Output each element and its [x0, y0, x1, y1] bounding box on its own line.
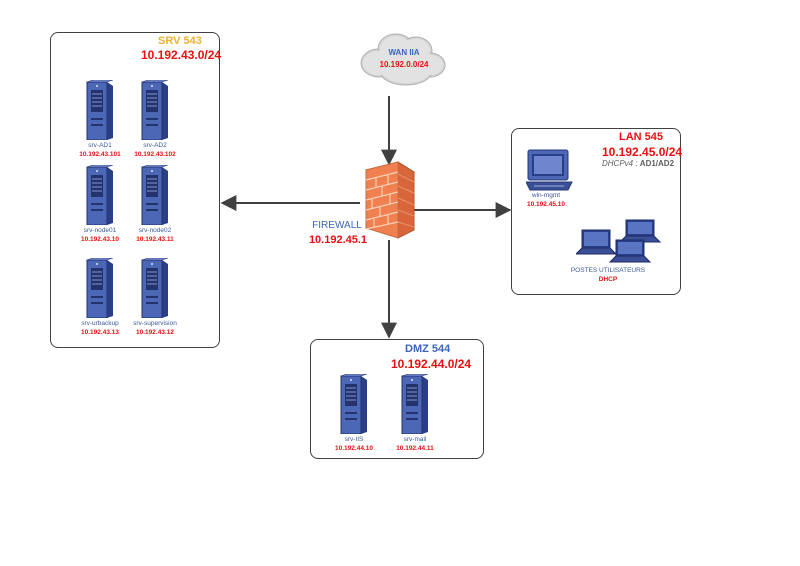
lan-dhcp-servers: AD1/AD2 — [639, 159, 675, 168]
host-ip: 10.192.43.102 — [134, 151, 176, 158]
laptop-icon — [618, 219, 662, 243]
host-ip: 10.192.44.11 — [396, 445, 434, 452]
dmz-zone-title: DMZ 544 — [405, 343, 451, 355]
host-name: srv-IIS — [344, 436, 364, 443]
firewall-ip: 10.192.45.1 — [308, 234, 368, 246]
host-ip: 10.192.43.13 — [81, 329, 119, 336]
srv-host-node02: srv-node02 10.192.43.11 — [115, 164, 195, 247]
server-icon — [400, 373, 430, 439]
laptops-icon — [576, 219, 662, 263]
server-icon — [339, 373, 369, 439]
wan-cloud-icon — [360, 33, 446, 86]
server-icon — [85, 257, 115, 323]
server-icon — [85, 164, 115, 230]
host-name: srv-urbackup — [81, 320, 119, 327]
firewall-icon — [364, 161, 416, 239]
server-icon — [140, 79, 170, 145]
firewall-name: FIREWALL — [312, 220, 362, 231]
srv-zone-subnet: 10.192.43.0/24 — [141, 48, 222, 62]
host-name: srv-AD2 — [143, 142, 167, 149]
laptop-icon — [608, 239, 652, 263]
wan-name: WAN IIA — [388, 48, 420, 57]
srv-zone-title: SRV 543 — [158, 35, 202, 47]
clients-name: POSTES UTILISATEURS — [570, 267, 646, 274]
host-name: srv-node02 — [138, 227, 172, 234]
host-ip: 10.192.43.11 — [136, 236, 174, 243]
workstation-icon — [526, 149, 573, 191]
srv-host-node01: srv-node01 10.192.43.10 — [60, 164, 140, 247]
srv-host-urbackup: srv-urbackup 10.192.43.13 — [60, 257, 140, 340]
host-ip: 10.192.43.12 — [136, 329, 174, 336]
host-name: srv-supervision — [133, 320, 177, 327]
laptop-icon — [576, 229, 618, 255]
dmz-host-iis: srv-IIS 10.192.44.10 — [314, 373, 394, 456]
srv-host-supervision: srv-supervision 10.192.43.12 — [115, 257, 195, 340]
srv-host-ad1: srv-AD1 10.192.43.101 — [60, 79, 140, 162]
host-name: srv-mail — [403, 436, 427, 443]
host-ip: 10.192.43.101 — [79, 151, 121, 158]
lan-zone-title: LAN 545 — [619, 131, 664, 143]
zone-srv — [50, 32, 220, 348]
wan-subnet: 10.192.0.0/24 — [379, 60, 429, 69]
clients-note: DHCP — [598, 276, 618, 283]
host-ip: 10.192.43.10 — [81, 236, 119, 243]
mgmt-ip: 10.192.45.10 — [527, 201, 565, 208]
server-icon — [140, 164, 170, 230]
zone-dmz — [310, 339, 484, 459]
server-icon — [140, 257, 170, 323]
dmz-zone-subnet: 10.192.44.0/24 — [391, 357, 472, 371]
lan-dhcp-label: DHCPv4 — [602, 159, 634, 168]
server-icon — [85, 79, 115, 145]
mgmt-name: win-mgmt — [531, 192, 561, 199]
dmz-host-mail: srv-mail 10.192.44.11 — [375, 373, 455, 456]
host-name: srv-AD1 — [88, 142, 112, 149]
lan-dhcp-separator: : — [633, 159, 640, 168]
lan-dhcp-info: DHCPv4 : AD1/AD2 — [602, 159, 674, 168]
srv-host-ad2: srv-AD2 10.192.43.102 — [115, 79, 195, 162]
lan-zone-subnet: 10.192.45.0/24 — [602, 145, 683, 159]
host-ip: 10.192.44.10 — [335, 445, 373, 452]
host-name: srv-node01 — [83, 227, 117, 234]
